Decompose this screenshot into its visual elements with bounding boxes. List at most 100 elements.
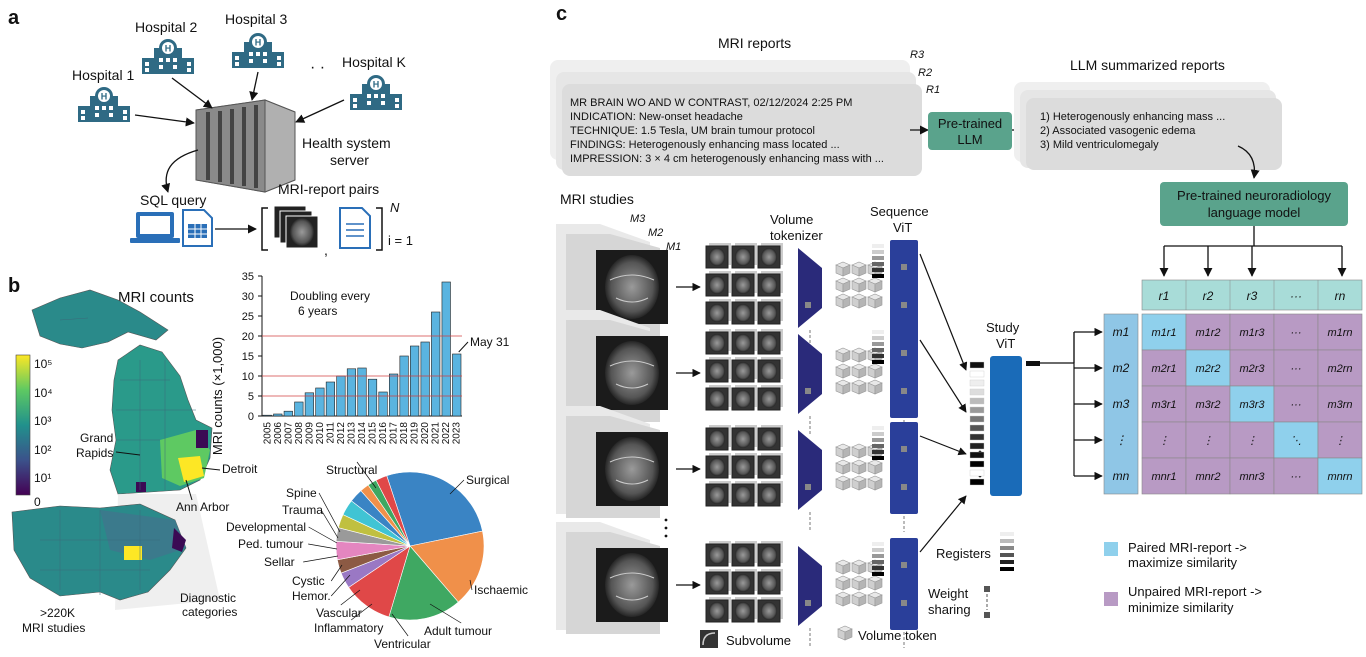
pie-leader-line xyxy=(330,574,351,597)
tokenizer-marker xyxy=(805,484,811,490)
paired-legend-2: maximize similarity xyxy=(1128,555,1238,570)
study-vit-output-token xyxy=(1026,361,1040,366)
bar-chart-ylabel: MRI counts (×1,000) xyxy=(210,337,225,455)
bar-y-tick-label: 25 xyxy=(242,311,254,323)
hospital-k-icon xyxy=(350,75,402,110)
bar-x-tick-label: 2016 xyxy=(378,422,389,445)
subvolume-tile xyxy=(757,359,781,383)
subvolume-tile xyxy=(757,427,781,451)
panel-c-label: c xyxy=(556,3,567,25)
subvolume-tile xyxy=(705,359,729,383)
sequence-vit-block xyxy=(890,240,918,332)
study-ellipsis-dot xyxy=(664,526,668,530)
bar-annotation-2: 6 years xyxy=(298,304,337,318)
report-id-r3: R3 xyxy=(910,49,925,61)
volume-token-cube xyxy=(851,475,867,491)
sequence-vit-marker xyxy=(901,388,907,394)
matrix-row-header: ⋮ xyxy=(1115,433,1127,447)
bar-x-tick-label: 2021 xyxy=(431,422,442,445)
register-stripe xyxy=(872,456,884,460)
study-token xyxy=(969,361,985,369)
bar-x-tick-label: 2006 xyxy=(273,422,284,445)
summarized-reports-title: LLM summarized reports xyxy=(1070,57,1225,73)
study-token xyxy=(969,406,985,414)
us-map xyxy=(11,503,187,601)
matrix-cell-label: m1r1 xyxy=(1151,327,1176,339)
matrix-cell-label: mnr1 xyxy=(1151,471,1176,483)
pie-label: Ischaemic xyxy=(474,583,528,597)
register-stripe xyxy=(872,274,884,278)
volume-token-cube xyxy=(835,591,851,607)
subvolume-tile xyxy=(731,427,755,451)
study-token xyxy=(969,424,985,432)
volume-token-cube xyxy=(851,363,867,379)
pie-slice-spine xyxy=(375,475,411,547)
study-ellipsis-dot xyxy=(664,518,668,522)
volume-token-cube xyxy=(851,379,867,395)
panel-b-label: b xyxy=(8,275,20,297)
brain-image xyxy=(605,553,659,617)
diag-label-1: Diagnostic xyxy=(180,591,236,605)
sql-query-label: SQL query xyxy=(140,192,206,208)
matrix-cell-label: ··· xyxy=(1291,327,1302,339)
study-token xyxy=(969,469,985,477)
matrix-cell-label: m2r3 xyxy=(1239,363,1265,375)
volume-tokenizer xyxy=(798,546,822,626)
city-rapids: Rapids xyxy=(76,446,113,460)
study-token xyxy=(969,478,985,486)
study-token xyxy=(969,415,985,423)
matrix-cell-label: m1r3 xyxy=(1239,327,1265,339)
city-detroit: Detroit xyxy=(222,462,258,476)
bar xyxy=(420,341,430,417)
matrix-cell-label: m2rn xyxy=(1327,363,1352,375)
weight-sharing-label-2: sharing xyxy=(928,602,971,617)
register-stripe xyxy=(872,342,884,346)
study-token xyxy=(969,370,985,378)
register-stripe xyxy=(872,262,884,266)
matrix-col-header: r2 xyxy=(1203,289,1214,303)
server-icon xyxy=(195,99,296,193)
studies-count: >220K xyxy=(40,606,75,620)
pie-label: Vascular xyxy=(316,606,362,620)
volume-token-cube xyxy=(835,277,851,293)
bar xyxy=(304,392,314,417)
register-stripe xyxy=(872,336,884,340)
bar xyxy=(273,413,283,417)
pie-leader-line xyxy=(429,603,462,624)
register-stripe xyxy=(872,432,884,436)
hospital-1-label: Hospital 1 xyxy=(72,67,134,83)
map-title: MRI counts xyxy=(118,289,194,306)
bar xyxy=(294,401,304,417)
subvolume-tile xyxy=(731,599,755,623)
subvolume-tile xyxy=(705,427,729,451)
study-rows xyxy=(556,224,982,648)
hospital-2-icon xyxy=(142,39,194,74)
bar xyxy=(431,311,441,417)
bar-annotation-1: Doubling every xyxy=(290,289,370,303)
hospital-3-label: Hospital 3 xyxy=(225,11,287,27)
volume-token-cube xyxy=(835,443,851,459)
study-id-m2: M2 xyxy=(648,227,663,239)
subvolume-tile xyxy=(757,571,781,595)
left-bracket xyxy=(261,207,268,251)
matrix-cell-label: m3r2 xyxy=(1195,399,1220,411)
matrix-row-header: m2 xyxy=(1113,361,1130,375)
study-token xyxy=(969,397,985,405)
register-stripe xyxy=(872,268,884,272)
hospital-ellipsis: · · xyxy=(310,59,325,76)
volume-token-cube xyxy=(835,459,851,475)
unpaired-legend-1: Unpaired MRI-report -> xyxy=(1128,584,1262,599)
matrix-cell-unpaired xyxy=(1229,313,1275,351)
server-label-2: server xyxy=(330,152,369,168)
pie-leader-line xyxy=(308,526,338,544)
colorbar-tick-1e5: 10⁵ xyxy=(34,357,52,371)
tokenizer-marker xyxy=(805,302,811,308)
matrix-cell-label: ⋮ xyxy=(1159,435,1170,447)
bar-x-tick-label: 2014 xyxy=(357,422,368,445)
pie-label: Hemor. xyxy=(292,589,331,603)
report-line-3: TECHNIQUE: 1.5 Tesla, UM brain tumour pr… xyxy=(570,125,815,137)
neuro-box-label-1: Pre-trained neuroradiology xyxy=(1177,188,1331,203)
volume-token-cube xyxy=(867,293,883,309)
bar xyxy=(441,281,451,417)
volume-token-cube xyxy=(851,261,867,277)
